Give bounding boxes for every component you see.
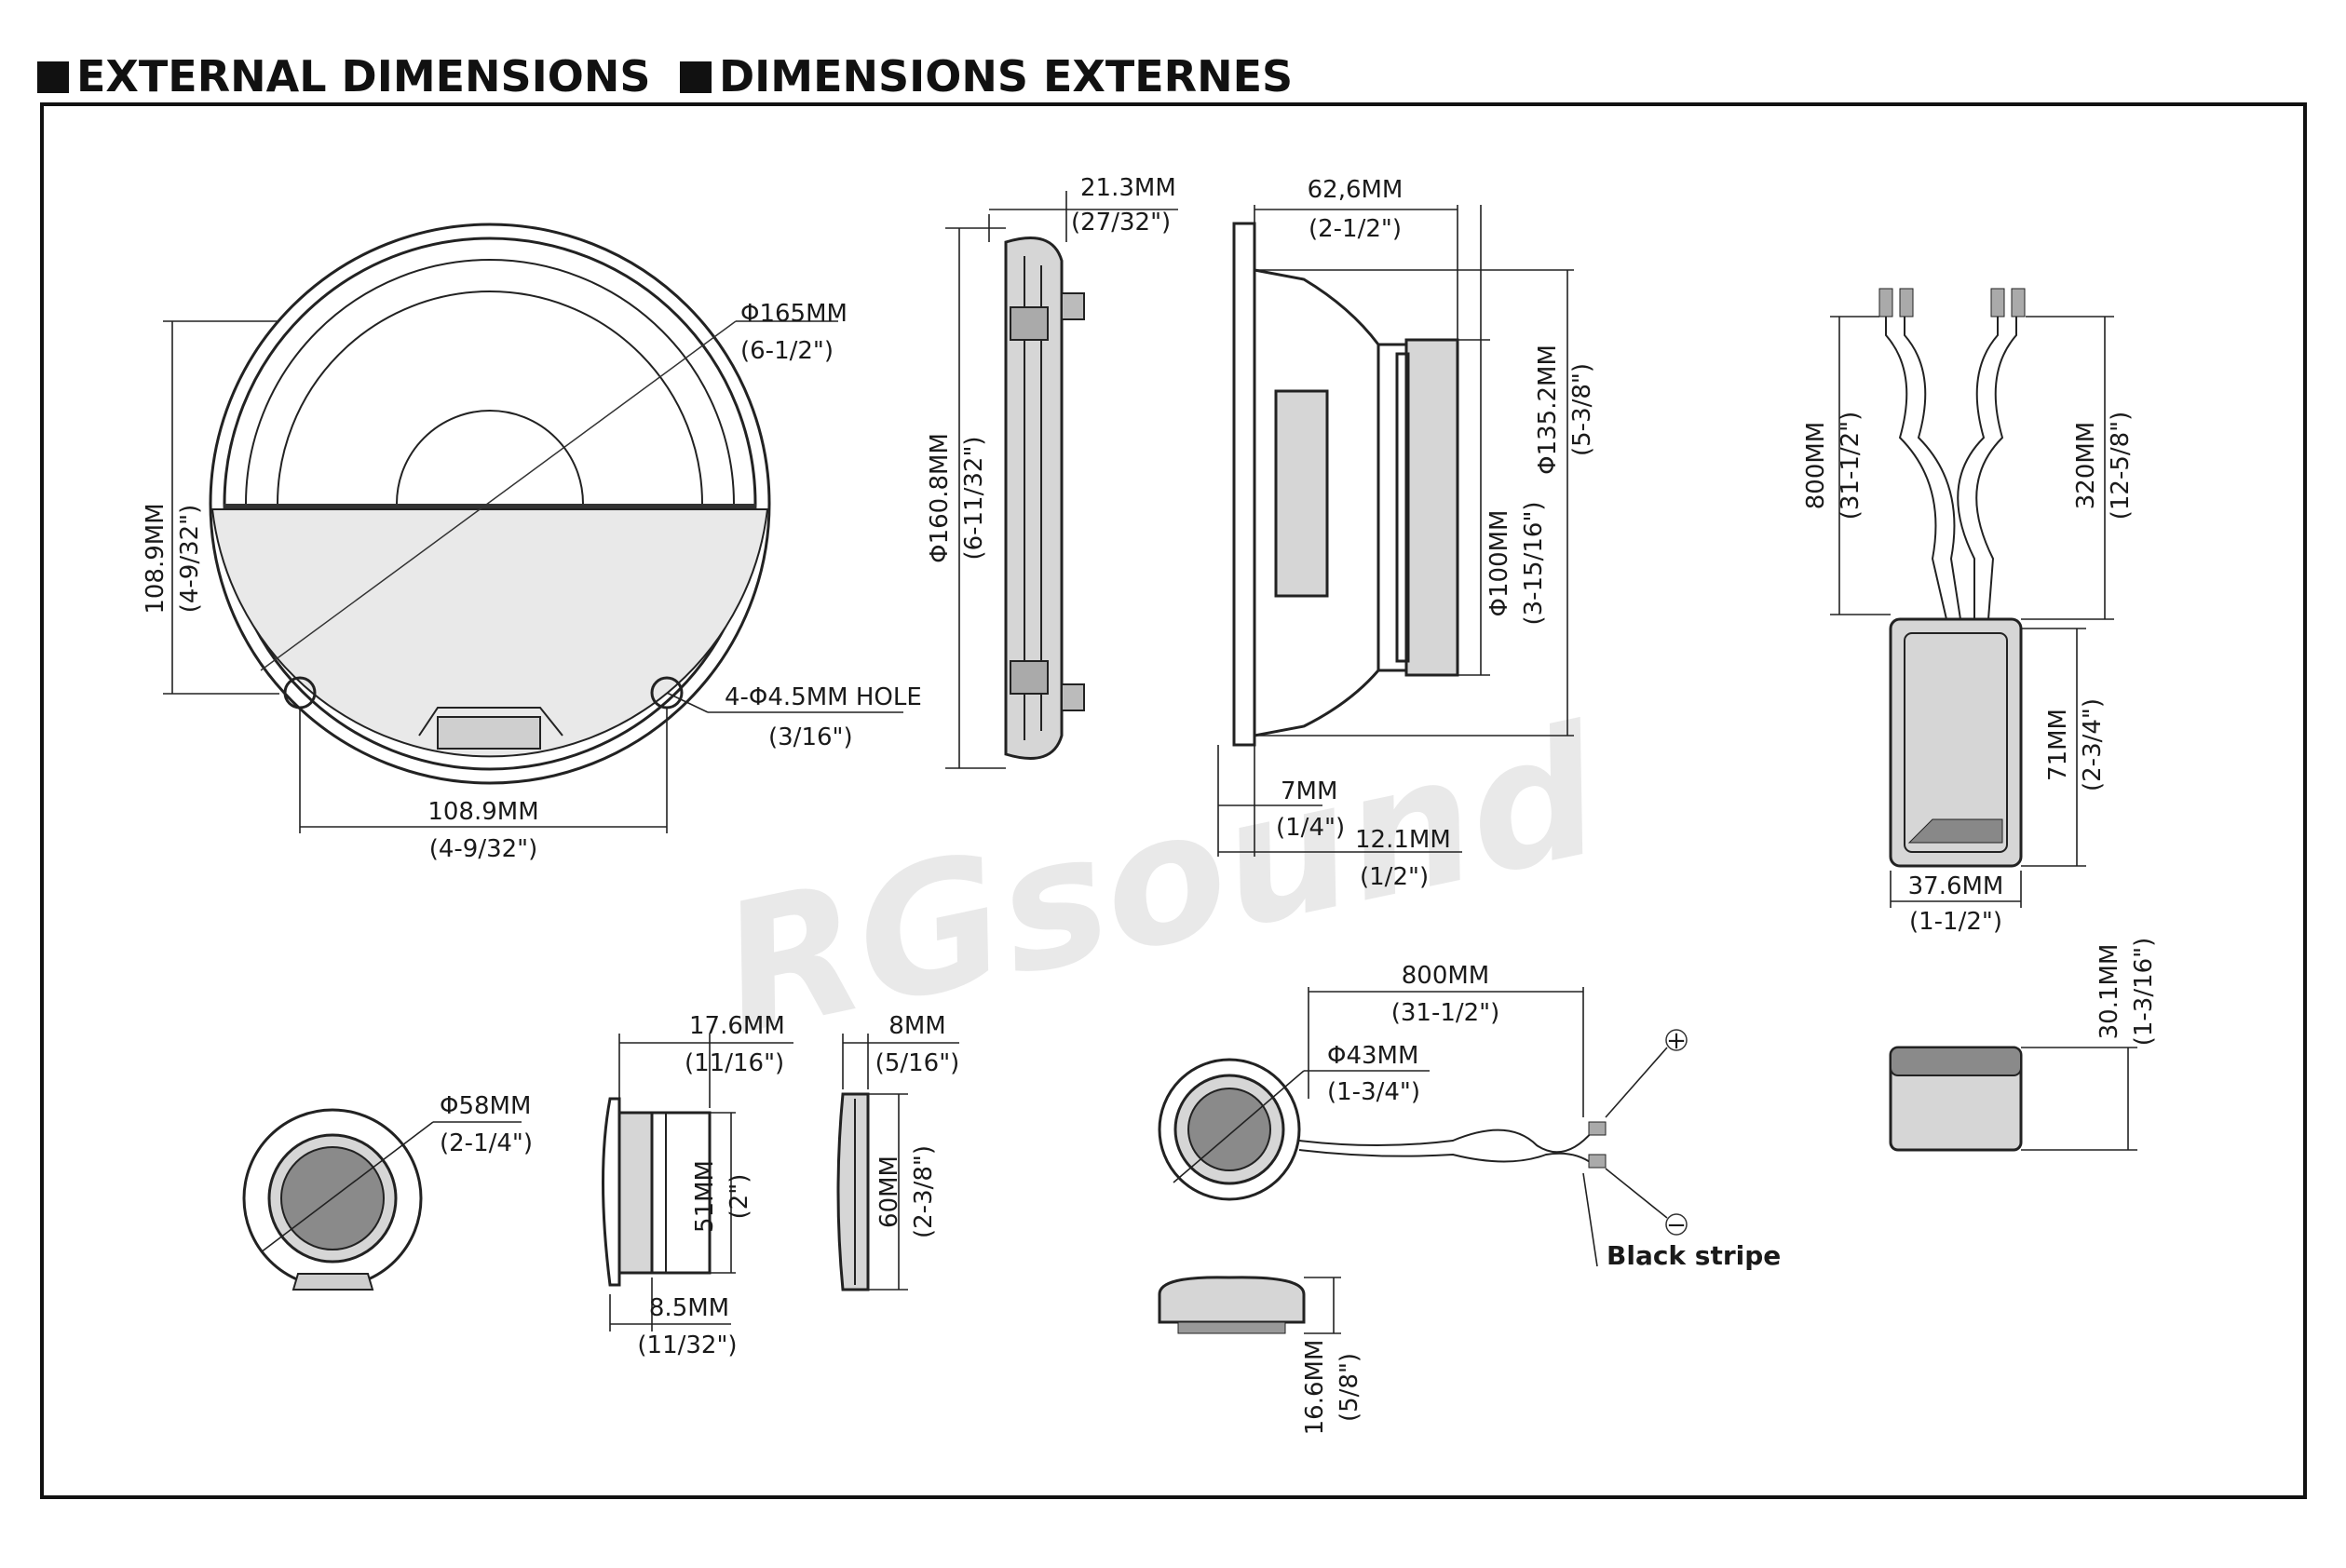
woofer-gasket: 7MM — [1281, 777, 1337, 805]
drawing-frame — [40, 102, 2307, 1499]
woofer-flange-depth-in: (27/32") — [1071, 209, 1171, 237]
title-fr: DIMENSIONS EXTERNES — [719, 51, 1293, 101]
woofer-magnet-diameter-in: (3-15/16") — [1520, 501, 1548, 625]
title-en: EXTERNAL DIMENSIONS — [76, 51, 651, 101]
tweeter-surface-height: 16.6MM — [1301, 1340, 1329, 1436]
title-marker-fr — [680, 61, 712, 93]
crossover-output-length-in: (12-5/8") — [2107, 412, 2135, 520]
tweeter-surface-diameter: Φ43MM — [1327, 1042, 1418, 1070]
tweeter-plus-icon: + — [1666, 1027, 1687, 1055]
woofer-diameter-in: (6-11/32") — [960, 436, 988, 560]
crossover-width-in: (1-1/2") — [1909, 908, 2002, 936]
woofer-width: 108.9MM — [427, 798, 538, 826]
tweeter-flush-depth-in: (11/16") — [685, 1049, 784, 1077]
woofer-basket-diameter: Φ135.2MM — [1534, 345, 1562, 475]
crossover-depth-in: (1-3/16") — [2130, 938, 2158, 1047]
tweeter-black-stripe: Black stripe — [1607, 1240, 1781, 1271]
crossover-network — [1830, 288, 2137, 1152]
tweeter-minus-icon: − — [1666, 1211, 1687, 1239]
tweeter-surface-diameter-in: (1-3/4") — [1327, 1078, 1420, 1106]
tweeter-cup — [836, 1034, 959, 1291]
crossover-depth: 30.1MM — [2095, 944, 2123, 1040]
tweeter-cup-diameter: 60MM — [875, 1156, 903, 1228]
woofer-side-view — [945, 191, 1178, 769]
tweeter-surface — [1158, 987, 1688, 1334]
tweeter-flush-diameter: Φ58MM — [440, 1092, 531, 1120]
tweeter-surface-cable-length: 800MM — [1402, 962, 1490, 990]
tweeter-surface-cable-length-in: (31-1/2") — [1391, 999, 1500, 1027]
tweeter-flush-flange: 8.5MM — [649, 1294, 729, 1322]
woofer-front-view — [163, 223, 903, 833]
tweeter-flush-flange-in: (11/32") — [637, 1331, 737, 1359]
tweeter-cup-diameter-in: (2-3/8") — [910, 1145, 938, 1238]
tweeter-cup-thickness: 8MM — [888, 1012, 945, 1040]
woofer-magnet-diameter: Φ100MM — [1485, 510, 1513, 617]
woofer-gasket-in: (1/4") — [1276, 814, 1345, 842]
tweeter-flush-body-diameter-in: (2") — [725, 1174, 753, 1220]
woofer-height: 108.9MM — [142, 503, 170, 614]
crossover-height-in: (2-3/4") — [2079, 698, 2107, 791]
woofer-diameter: Φ160.8MM — [926, 433, 954, 563]
tweeter-cup-thickness-in: (5/16") — [875, 1049, 960, 1077]
title-marker-en — [37, 61, 69, 93]
woofer-width-in: (4-9/32") — [429, 835, 538, 863]
woofer-outer-diameter: Φ165MM — [740, 300, 848, 328]
woofer-profile-view — [1217, 205, 1574, 857]
woofer-hole: 4-Φ4.5MM HOLE — [725, 683, 922, 711]
tweeter-surface-height-in: (5/8") — [1336, 1353, 1363, 1422]
woofer-basket-diameter-in: (5-3/8") — [1568, 363, 1596, 456]
tweeter-flush-diameter-in: (2-1/4") — [440, 1129, 533, 1157]
woofer-mount-depth: 62,6MM — [1308, 176, 1404, 204]
crossover-lead-length-in: (31-1/2") — [1837, 412, 1865, 520]
crossover-lead-length: 800MM — [1802, 422, 1830, 510]
woofer-height-in: (4-9/32") — [176, 505, 204, 614]
tweeter-flush-side — [602, 1034, 793, 1331]
tweeter-flush-body-diameter: 51MM — [691, 1160, 719, 1233]
crossover-output-length: 320MM — [2072, 422, 2100, 510]
woofer-mount-depth-in: (2-1/2") — [1309, 215, 1402, 243]
woofer-front-height: 12.1MM — [1355, 826, 1451, 854]
woofer-front-height-in: (1/2") — [1360, 863, 1429, 891]
crossover-width: 37.6MM — [1908, 872, 2004, 900]
woofer-outer-diameter-in: (6-1/2") — [740, 337, 834, 365]
tweeter-flush-front — [242, 1108, 522, 1291]
woofer-hole-in: (3/16") — [768, 723, 853, 751]
woofer-flange-depth: 21.3MM — [1080, 174, 1176, 202]
crossover-height: 71MM — [2044, 709, 2072, 781]
tweeter-flush-depth: 17.6MM — [689, 1012, 785, 1040]
